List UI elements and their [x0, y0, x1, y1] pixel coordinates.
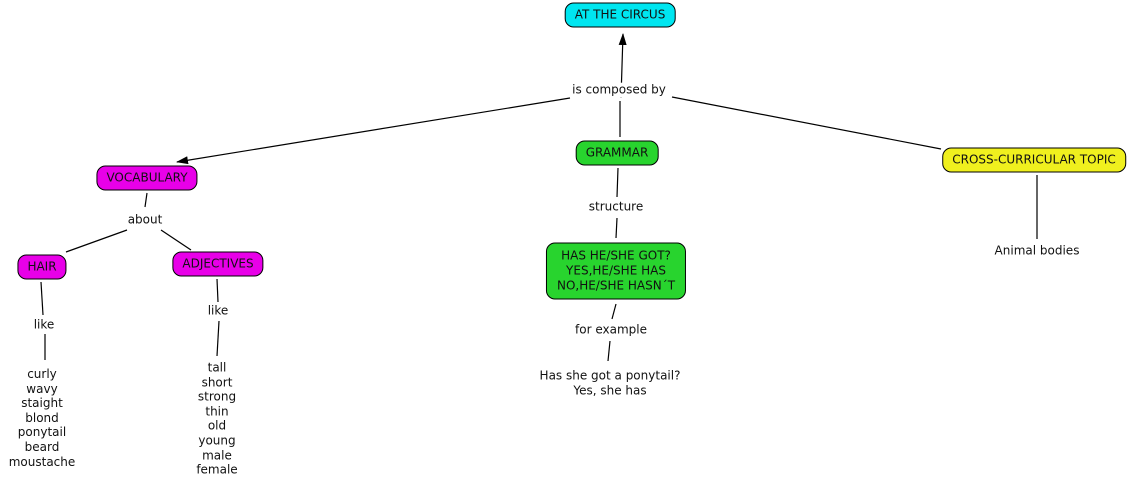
- concept-node-hair[interactable]: HAIR: [17, 254, 67, 280]
- linking-phrase-is-composed-by[interactable]: is composed by: [570, 82, 668, 98]
- concept-node-at-the-circus[interactable]: AT THE CIRCUS: [564, 2, 676, 28]
- example-sentence[interactable]: Has she got a ponytail? Yes, she has: [537, 368, 683, 398]
- edge-grammar-to-structure: [616, 167, 619, 198]
- edge-like-to-adjective-words: [216, 320, 220, 357]
- linking-phrase-about[interactable]: about: [125, 212, 165, 228]
- edge-hasgot-to-forexample: [611, 303, 617, 320]
- edge-structure-to-hasgot: [615, 217, 618, 239]
- linking-phrase-structure[interactable]: structure: [586, 199, 646, 215]
- edge-about-to-adjectives: [160, 229, 192, 251]
- edge-hair-to-like: [40, 281, 44, 316]
- concept-node-has-he-she-got[interactable]: HAS HE/SHE GOT? YES,HE/SHE HAS NO,HE/SHE…: [545, 242, 687, 300]
- adjective-words-list[interactable]: tall short strong thin old young male fe…: [194, 360, 240, 478]
- animal-bodies-text[interactable]: Animal bodies: [992, 243, 1082, 259]
- edge-composed-to-cross-curricular: [671, 96, 942, 150]
- edge-vocabulary-to-about: [144, 192, 148, 208]
- linking-phrase-like-hair[interactable]: like: [31, 317, 57, 333]
- edge-composed-to-vocabulary: [176, 97, 571, 165]
- linking-phrase-for-example[interactable]: for example: [573, 322, 649, 338]
- concept-node-vocabulary[interactable]: VOCABULARY: [96, 165, 198, 191]
- edge-forexample-to-example: [607, 340, 611, 362]
- edge-adjectives-to-like: [216, 278, 219, 303]
- concept-node-grammar[interactable]: GRAMMAR: [575, 140, 659, 166]
- linking-phrase-like-adjectives[interactable]: like: [205, 303, 231, 319]
- concept-node-cross-curricular-topic[interactable]: CROSS-CURRICULAR TOPIC: [942, 147, 1126, 173]
- edge-about-to-hair: [65, 229, 128, 253]
- concept-node-adjectives[interactable]: ADJECTIVES: [172, 251, 264, 277]
- hair-words-list[interactable]: curly wavy staight blond ponytail beard …: [6, 366, 78, 470]
